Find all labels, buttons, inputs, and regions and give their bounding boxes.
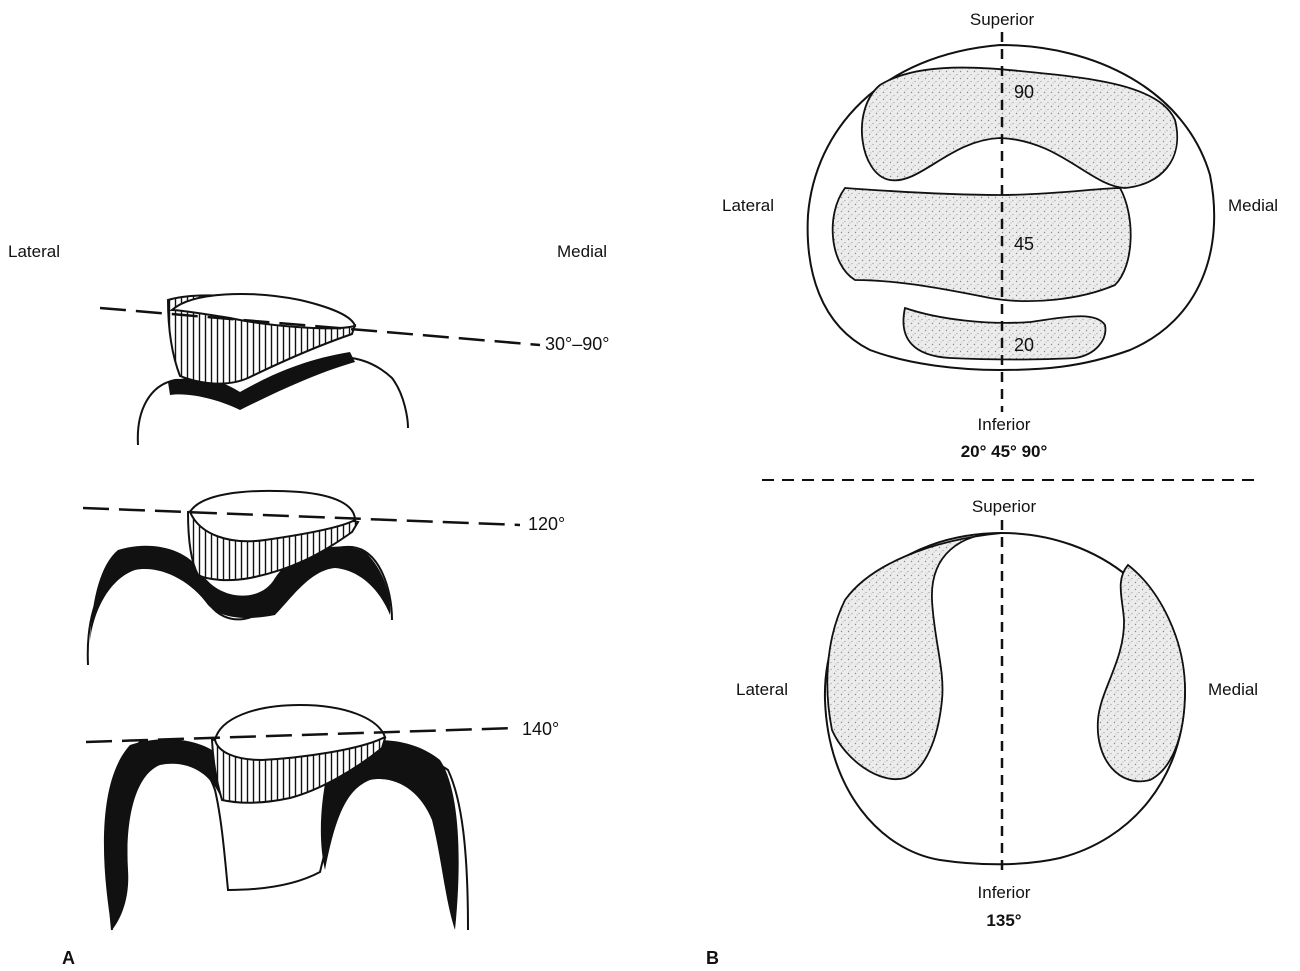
- angle-label-140: 140°: [522, 719, 559, 739]
- top-superior-label: Superior: [970, 10, 1035, 29]
- bottom-medial-label: Medial: [1208, 680, 1258, 699]
- knee-view-140: 140°: [86, 705, 559, 930]
- bottom-lateral-label: Lateral: [736, 680, 788, 699]
- bottom-angle-label: 135°: [986, 911, 1021, 930]
- bottom-inferior-label: Inferior: [978, 883, 1031, 902]
- zone-label-90: 90: [1014, 82, 1034, 102]
- top-lateral-label: Lateral: [722, 196, 774, 215]
- angle-label-120: 120°: [528, 514, 565, 534]
- top-angles-label: 20° 45° 90°: [961, 442, 1048, 461]
- zone-label-45: 45: [1014, 234, 1034, 254]
- top-inferior-label: Inferior: [978, 415, 1031, 434]
- bottom-superior-label: Superior: [972, 497, 1037, 516]
- panel-b-top: Superior Lateral Medial 90 45 20 Inferio…: [722, 10, 1278, 461]
- panel-b-letter: B: [706, 948, 719, 968]
- top-medial-label: Medial: [1228, 196, 1278, 215]
- panel-b-bottom: Superior Lateral Medial Inferior 135°: [736, 497, 1258, 930]
- panel-a: Lateral Medial 30°–90° 120°: [8, 242, 609, 968]
- panel-a-letter: A: [62, 948, 75, 968]
- knee-view-30-90: 30°–90°: [100, 294, 609, 445]
- knee-view-120: 120°: [83, 491, 565, 665]
- zone-label-20: 20: [1014, 335, 1034, 355]
- angle-label-30-90: 30°–90°: [545, 334, 609, 354]
- panel-a-medial-label: Medial: [557, 242, 607, 261]
- panel-a-lateral-label: Lateral: [8, 242, 60, 261]
